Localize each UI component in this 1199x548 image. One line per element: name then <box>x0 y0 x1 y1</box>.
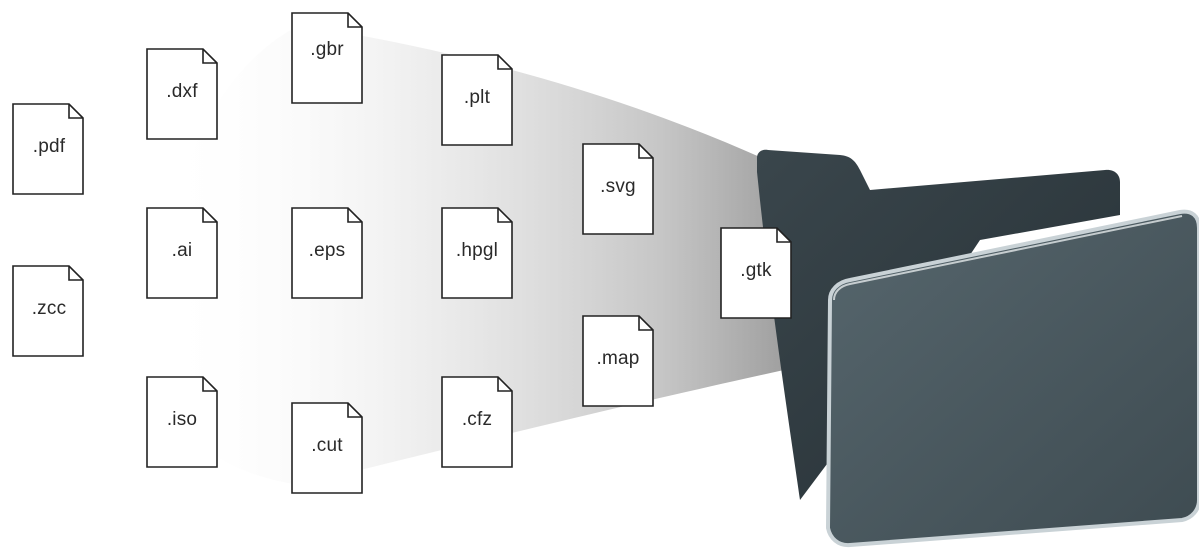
document-icon <box>441 376 513 468</box>
document-icon <box>291 402 363 494</box>
file-label: .cut <box>311 435 343 456</box>
document-icon <box>146 48 218 140</box>
document-icon <box>291 207 363 299</box>
file-gbr: .gbr <box>291 12 363 104</box>
file-label: .ai <box>171 240 193 261</box>
file-label: .map <box>596 348 640 369</box>
file-label: .cfz <box>461 409 493 430</box>
file-eps: .eps <box>291 207 363 299</box>
document-icon <box>582 143 654 235</box>
file-label: .zcc <box>31 298 67 319</box>
file-plt: .plt <box>441 54 513 146</box>
file-label: .plt <box>463 87 491 108</box>
file-label: .dxf <box>166 81 198 102</box>
document-icon <box>582 315 654 407</box>
file-label: .svg <box>600 176 636 197</box>
file-dxf: .dxf <box>146 48 218 140</box>
file-hpgl: .hpgl <box>441 207 513 299</box>
folder-front <box>825 209 1199 548</box>
file-ai: .ai <box>146 207 218 299</box>
document-icon <box>146 376 218 468</box>
file-iso: .iso <box>146 376 218 468</box>
file-cfz: .cfz <box>441 376 513 468</box>
file-pdf: .pdf <box>12 103 86 197</box>
file-label: .eps <box>308 240 346 261</box>
file-zcc: .zcc <box>12 265 86 359</box>
document-icon <box>146 207 218 299</box>
file-label: .pdf <box>32 136 66 157</box>
document-icon <box>291 12 363 104</box>
file-label: .gbr <box>310 39 344 60</box>
file-svg: .svg <box>582 143 654 235</box>
file-map: .map <box>582 315 654 407</box>
document-icon <box>12 265 84 357</box>
file-gtk: .gtk <box>720 227 792 319</box>
file-label: .hpgl <box>455 240 499 261</box>
document-icon <box>12 103 84 195</box>
document-icon <box>720 227 792 319</box>
file-label: .iso <box>166 409 198 430</box>
document-icon <box>441 54 513 146</box>
file-cut: .cut <box>291 402 363 494</box>
document-icon <box>441 207 513 299</box>
file-label: .gtk <box>740 260 772 281</box>
